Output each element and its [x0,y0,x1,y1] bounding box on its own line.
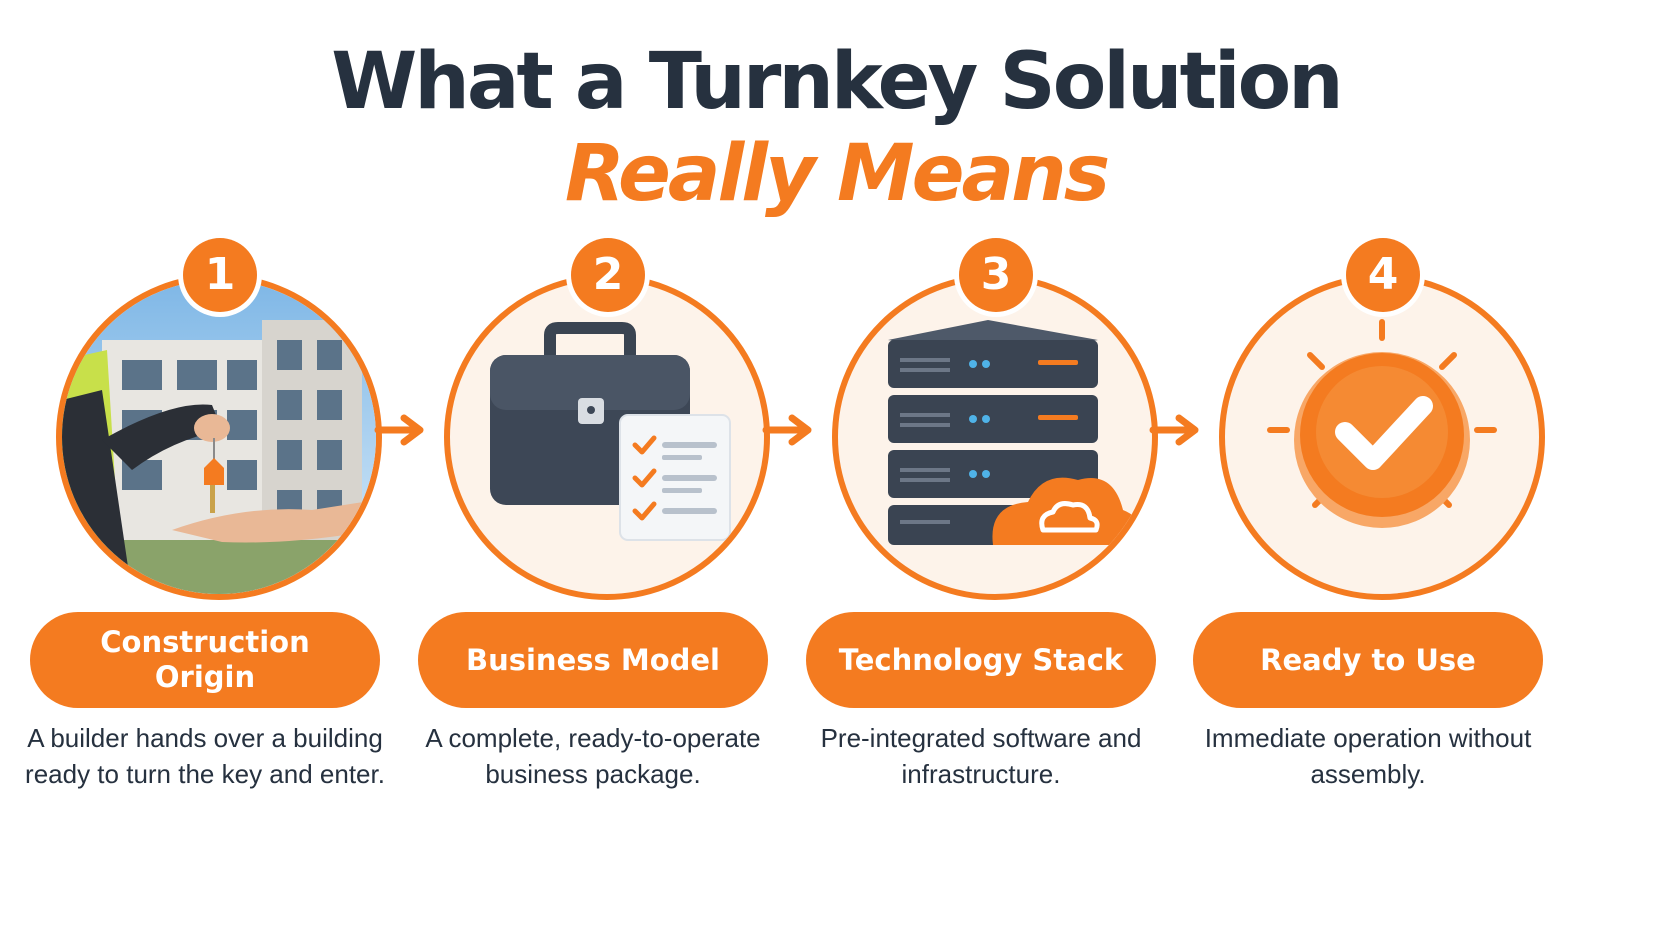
step-number-badge: 2 [571,238,645,312]
step-description: Immediate operation without assembly. [1204,723,1532,789]
step-label-pill: Ready to Use [1193,612,1543,708]
title-block: What a Turnkey Solution Really Means [0,36,1672,220]
step-number-badge: 3 [959,238,1033,312]
arrow-right-icon [762,414,812,446]
step-2: 2 Business Model A complete, ready-to-op… [408,232,808,872]
step-4: 4 Ready to Use Immediate operation witho… [1183,232,1583,872]
step-3: 3 [796,232,1196,872]
step-description: Pre-integrated software and infrastructu… [820,723,1142,789]
step-label-pill: Technology Stack [806,612,1156,708]
step-1: 1 [20,232,420,872]
step-number-badge: 4 [1346,238,1420,312]
page-title-highlight: Really Means [564,129,1110,219]
step-image-circle [832,274,1158,600]
page-title: What a Turnkey Solution [331,37,1343,127]
server-cloud-icon [888,320,1141,545]
step-label-pill: Business Model [418,612,768,708]
check-badge-icon [1267,319,1497,528]
briefcase-checklist-icon [490,322,731,541]
step-label-pill: Construction Origin [30,612,380,708]
step-number-badge: 1 [183,238,257,312]
arrow-right-icon [374,414,424,446]
step-description: A complete, ready-to-operate business pa… [425,723,761,789]
step-image-circle [1219,274,1545,600]
arrow-right-icon [1149,414,1199,446]
step-description: A builder hands over a building ready to… [25,723,385,789]
step-image-circle [56,274,382,600]
step-image-circle [444,274,770,600]
building-key-handover-icon [62,280,376,594]
